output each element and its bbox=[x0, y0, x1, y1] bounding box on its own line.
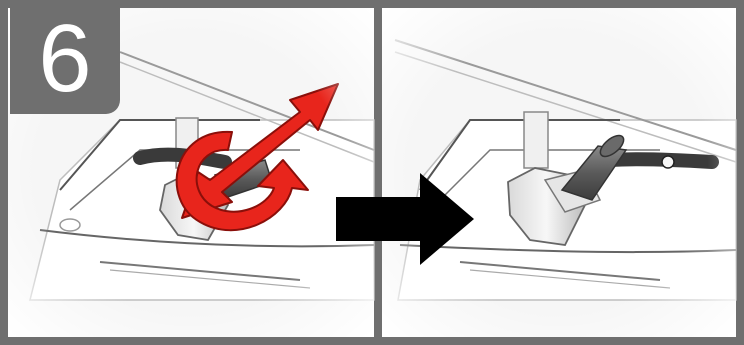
step-number: 6 bbox=[38, 11, 91, 107]
panel-after bbox=[382, 8, 736, 337]
step-badge: 6 bbox=[10, 8, 120, 114]
panel-divider bbox=[374, 8, 382, 337]
